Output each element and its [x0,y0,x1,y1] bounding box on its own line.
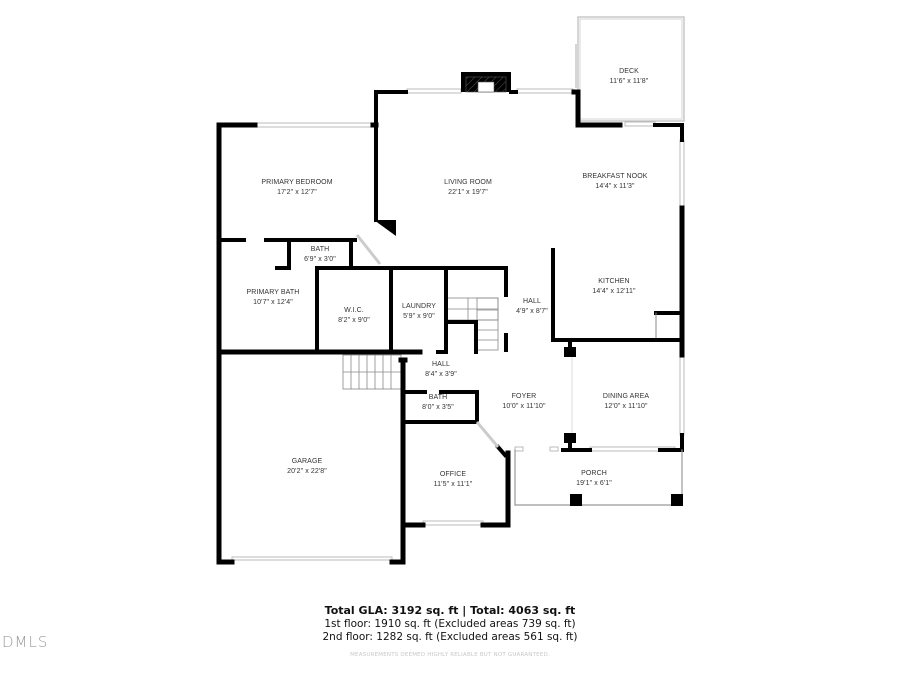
second-floor-area: 2nd floor: 1282 sq. ft (Excluded areas 5… [322,631,578,643]
room-name: FOYER [511,393,537,400]
room-name: PRIMARY BATH [246,289,300,296]
room-dimensions: 22'1" x 19'7" [448,189,488,196]
room-name: GARAGE [291,458,323,465]
room-foyer: FOYER 10'0" x 11'10" [502,392,545,412]
room-living-room: LIVING ROOM 22'1" x 19'7" [444,178,492,198]
room-dimensions: 17'2" x 12'7" [277,189,317,196]
room-porch: PORCH 19'1" x 6'1" [576,469,612,489]
room-name: BATH [310,246,330,253]
disclaimer: MEASUREMENTS DEEMED HIGHLY RELIABLE BUT … [350,652,550,658]
room-name: LAUNDRY [401,303,437,310]
room-dimensions: 6'9" x 3'0" [304,256,336,263]
room-breakfast-nook: BREAKFAST NOOK 14'4" x 11'3" [582,172,647,192]
room-dimensions: 12'0" x 11'10" [604,403,648,410]
fireplace [461,72,511,93]
room-name: PRIMARY BEDROOM [261,179,333,186]
room-dimensions: 14'4" x 11'3" [595,183,635,190]
room-dimensions: 11'5" x 11'1" [433,481,473,488]
columns [564,340,683,506]
room-dimensions: 4'9" x 8'7" [516,308,548,315]
room-dimensions: 8'0" x 3'5" [422,404,454,411]
mls-watermark: DMLS [2,633,49,651]
total-area: Total GLA: 3192 sq. ft | Total: 4063 sq.… [324,604,576,617]
room-bath-lower: BATH 8'0" x 3'5" [422,393,454,413]
room-kitchen: KITCHEN 14'4" x 12'11" [592,277,635,297]
room-name: W.I.C. [344,307,364,314]
room-dimensions: 11'6" x 11'8" [609,78,649,85]
room-name: PORCH [581,470,607,477]
room-hall-center: HALL 8'4" x 3'9" [425,360,457,380]
room-dining-area: DINING AREA 12'0" x 11'10" [603,392,649,412]
room-name: LIVING ROOM [444,179,492,186]
room-wic: W.I.C. 8'2" x 9'0" [338,306,370,326]
room-dimensions: 20'2" x 22'8" [287,468,327,475]
room-dimensions: 8'2" x 9'0" [338,317,370,324]
closet-corner [374,220,396,236]
door-openings [355,234,500,448]
room-name: KITCHEN [598,278,630,285]
room-name: BATH [428,394,448,401]
walls [216,89,685,565]
room-name: DINING AREA [602,393,650,400]
room-name: HALL [432,361,450,368]
room-dimensions: 10'7" x 12'4" [253,299,293,306]
room-dimensions: 8'4" x 3'9" [425,371,457,378]
room-primary-bedroom: PRIMARY BEDROOM 17'2" x 12'7" [261,178,332,198]
room-office: OFFICE 11'5" x 11'1" [434,470,473,490]
deck-outline [575,16,685,122]
room-dimensions: 19'1" x 6'1" [576,480,612,487]
room-bath-upper: BATH 6'9" x 3'0" [304,245,336,265]
first-floor-area: 1st floor: 1910 sq. ft (Excluded areas 7… [324,618,576,630]
room-laundry: LAUNDRY 5'9" x 9'0" [402,302,436,322]
room-dimensions: 14'4" x 12'11" [592,288,636,295]
room-hall-right: HALL 4'9" x 8'7" [516,297,548,317]
room-name: DECK [619,68,639,75]
room-deck: DECK 11'6" x 11'8" [610,67,649,87]
room-name: OFFICE [439,471,467,478]
room-garage: GARAGE 20'2" x 22'8" [287,457,327,477]
stairs [342,297,499,390]
room-name: HALL [523,298,541,305]
room-dimensions: 5'9" x 9'0" [403,313,435,320]
room-name: BREAKFAST NOOK [582,173,648,180]
room-primary-bath: PRIMARY BATH 10'7" x 12'4" [247,288,300,308]
room-dimensions: 10'0" x 11'10" [502,403,546,410]
